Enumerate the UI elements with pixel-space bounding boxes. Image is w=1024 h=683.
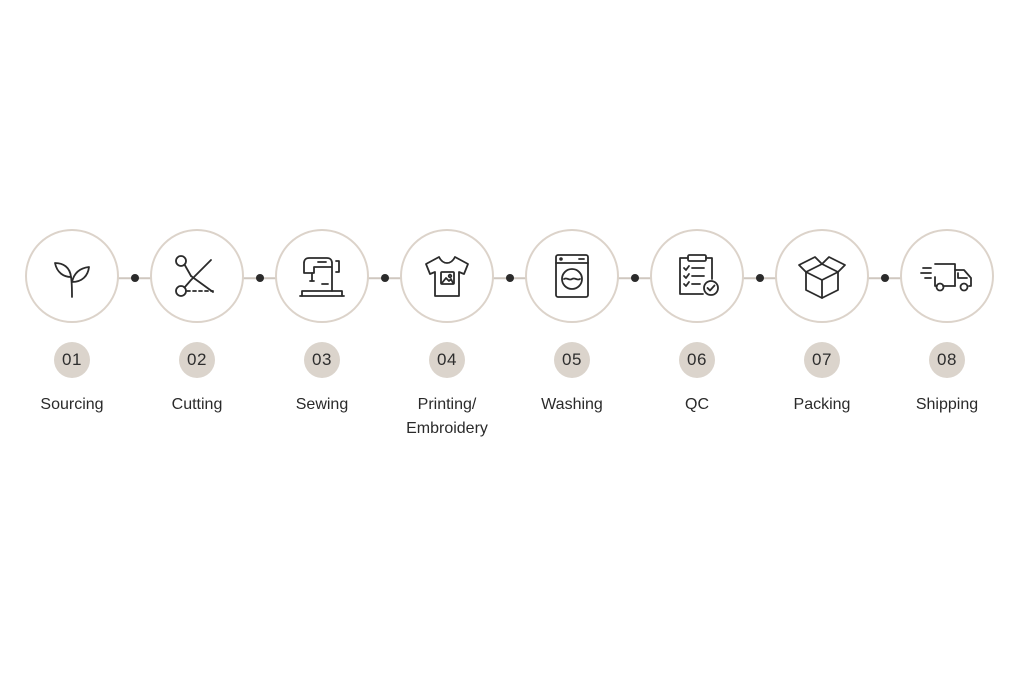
step-shipping: 08 Shipping bbox=[877, 229, 1017, 417]
step-sewing: 03 Sewing bbox=[252, 229, 392, 417]
step-label: Sourcing bbox=[40, 396, 104, 413]
step-number: 05 bbox=[554, 342, 590, 378]
step-icon-circle bbox=[150, 229, 244, 323]
washing-machine-icon bbox=[555, 254, 589, 298]
step-number: 07 bbox=[804, 342, 840, 378]
step-number: 02 bbox=[179, 342, 215, 378]
step-icon-circle bbox=[525, 229, 619, 323]
connector-dot bbox=[381, 274, 389, 282]
step-qc: 06 QC bbox=[627, 229, 767, 417]
step-icon-circle bbox=[25, 229, 119, 323]
tshirt-print-icon bbox=[425, 256, 469, 297]
step-cutting: 02 Cutting bbox=[127, 229, 267, 417]
step-icon-circle bbox=[900, 229, 994, 323]
step-label: Printing/ Embroidery bbox=[406, 393, 488, 441]
clipboard-check-icon bbox=[679, 254, 719, 296]
step-label-line: Printing/ bbox=[417, 396, 477, 413]
connector-dot bbox=[756, 274, 764, 282]
step-icon-circle bbox=[400, 229, 494, 323]
step-number: 01 bbox=[54, 342, 90, 378]
connector-dot bbox=[881, 274, 889, 282]
connector-dot bbox=[506, 274, 514, 282]
step-sourcing: 01 Sourcing bbox=[2, 229, 142, 417]
scissors-icon bbox=[175, 255, 214, 297]
step-printing-embroidery: 04 Printing/ Embroidery bbox=[377, 229, 517, 441]
step-label: QC bbox=[685, 396, 709, 413]
step-label: Packing bbox=[793, 396, 851, 413]
step-label: Cutting bbox=[171, 396, 223, 413]
connector-dot bbox=[256, 274, 264, 282]
step-washing: 05 Washing bbox=[502, 229, 642, 417]
step-number: 03 bbox=[304, 342, 340, 378]
step-number: 08 bbox=[929, 342, 965, 378]
step-label: Shipping bbox=[915, 396, 979, 413]
step-icon-circle bbox=[650, 229, 744, 323]
step-number: 04 bbox=[429, 342, 465, 378]
sprout-icon bbox=[54, 262, 90, 298]
connector-dot bbox=[631, 274, 639, 282]
step-label: Washing bbox=[541, 396, 603, 413]
delivery-truck-icon bbox=[920, 263, 972, 292]
box-icon bbox=[798, 256, 846, 299]
sewing-machine-icon bbox=[299, 257, 345, 297]
step-label-line: Embroidery bbox=[406, 420, 488, 437]
step-packing: 07 Packing bbox=[752, 229, 892, 417]
step-label: Sewing bbox=[295, 396, 349, 413]
step-icon-circle bbox=[275, 229, 369, 323]
step-number: 06 bbox=[679, 342, 715, 378]
step-icon-circle bbox=[775, 229, 869, 323]
connector-dot bbox=[131, 274, 139, 282]
